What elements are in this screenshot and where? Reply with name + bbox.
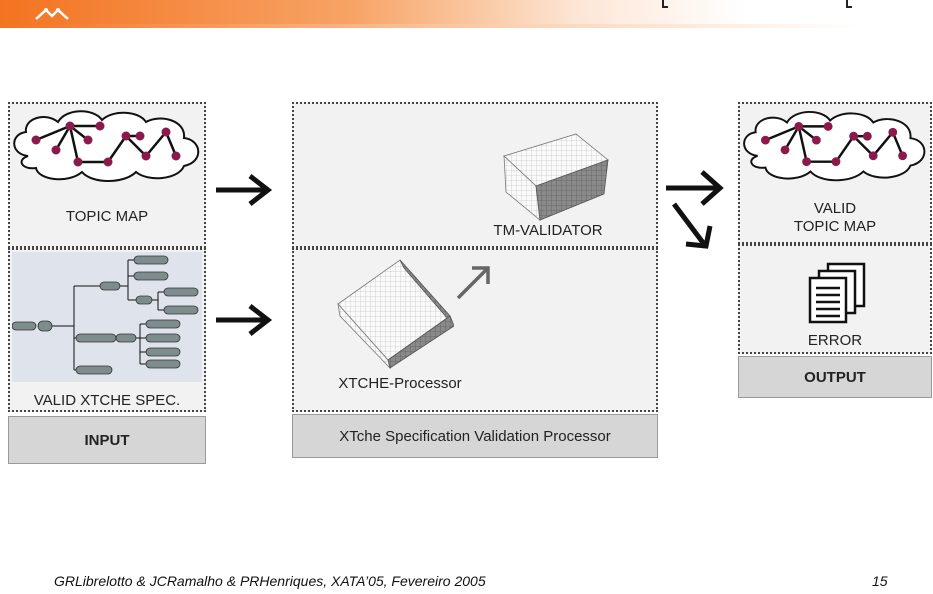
valid-topic-map-label: VALID TOPIC MAP <box>738 200 932 236</box>
topic-map-label: TOPIC MAP <box>65 208 149 225</box>
header-bar <box>0 0 933 28</box>
header-bracket-right <box>846 0 852 8</box>
arrow-right-icon <box>216 304 273 336</box>
tm-validator-label: TM-VALIDATOR <box>493 222 603 239</box>
tm-validator-cube-icon <box>503 133 609 221</box>
error-label: ERROR <box>807 332 863 349</box>
arrow-down-right-icon <box>672 202 713 249</box>
header-bracket-left <box>662 0 668 8</box>
xtche-processor-cube-icon <box>337 259 454 370</box>
logo-icon <box>35 8 69 20</box>
processor-footer: XTche Specification Validation Processor <box>292 414 658 458</box>
topic-map-cloud-icon <box>13 110 200 182</box>
output-footer: OUTPUT <box>738 356 932 398</box>
xtche-spec-label: VALID XTCHE SPEC. <box>33 392 181 409</box>
xtche-spec-tree-diagram <box>12 252 202 382</box>
page-number: 15 <box>872 573 888 589</box>
arrow-right-icon <box>216 174 273 206</box>
valid-topic-map-cloud-icon <box>743 110 926 182</box>
documents-icon <box>808 262 866 324</box>
arrow-up-right-icon <box>456 266 490 300</box>
xtche-processor-label: XTCHE-Processor <box>338 375 462 392</box>
valid-label-line2: TOPIC MAP <box>793 218 877 235</box>
input-footer: INPUT <box>8 416 206 464</box>
valid-label-line1: VALID <box>813 200 857 217</box>
arrow-right-icon <box>666 170 724 206</box>
footer-authors: GRLibrelotto & JCRamalho & PRHenriques, … <box>54 573 486 589</box>
header-underline <box>0 24 860 28</box>
